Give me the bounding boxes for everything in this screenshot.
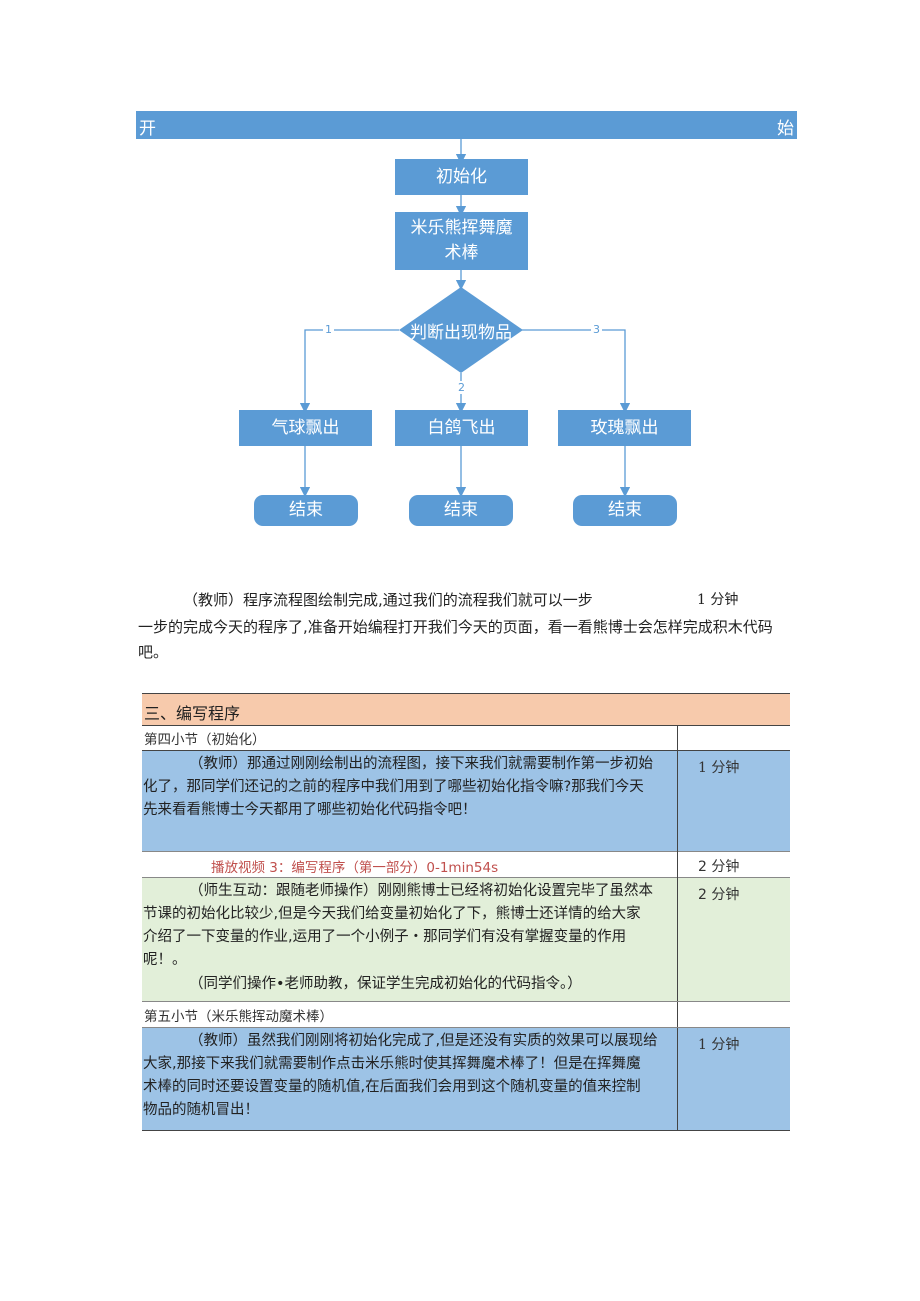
wave-label-line2: 术棒 [444, 243, 479, 263]
wave-label-line1: 米乐熊挥舞魔 [410, 218, 513, 239]
wave-node: 米乐熊挥舞魔 术棒 [395, 212, 528, 270]
row3-line-2: 大家,那接下来我们就需要制作点击米乐熊时使其挥舞魔术棒了！但是在挥舞魔 [143, 1056, 641, 1072]
row3-line-4: 物品的随机冒出！ [143, 1102, 259, 1118]
row1-time: 1 分钟 [698, 760, 740, 776]
row-divider [142, 1027, 790, 1028]
init-node: 初始化 [395, 159, 528, 195]
row3-time: 1 分钟 [698, 1037, 740, 1053]
section-5-title: 第五小节（米乐熊挥动魔术棒） [144, 1009, 333, 1025]
row2-line-3: 介绍了一下变量的作业,运用了一个小例子・那同学们有没有掌握变量的作用 [143, 929, 627, 945]
end-node-2: 结束 [409, 495, 513, 526]
intro-line-1: （教师）程序流程图绘制完成,通过我们的流程我们就可以一步 [183, 591, 593, 609]
start-label-right: 始 [777, 119, 794, 139]
edge-label-2: 2 [456, 381, 467, 394]
end-label-1: 结束 [289, 500, 323, 521]
video-text: 播放视频 3：编写程序（第一部分）0-1min54s [211, 860, 499, 876]
row2-line-5: （同学们操作•老师助教，保证学生完成初始化的代码指令。） [189, 976, 582, 992]
output-node-dove: 白鸽飞出 [395, 410, 528, 446]
row3-line-1: （教师）虽然我们刚刚将初始化完成了,但是还没有实质的效果可以展现给 [189, 1033, 658, 1049]
edge-decision-out3 [522, 329, 631, 414]
output-node-rose: 玫瑰飘出 [558, 410, 691, 446]
row1-line-3: 先来看看熊博士今天都用了哪些初始化代码指令吧！ [143, 802, 477, 818]
row2-line-4: 呢！。 [143, 952, 187, 968]
lesson-table: 三、编写程序 第四小节（初始化） （教师）那通过刚刚绘制出的流程图，接下来我们就… [142, 693, 790, 1133]
table-header-title: 三、编写程序 [144, 704, 241, 723]
column-divider [677, 751, 678, 851]
table-row-teacher-init: （教师）那通过刚刚绘制出的流程图，接下来我们就需要制作第一步初始 化了，那同学们… [142, 751, 790, 851]
intro-line-3: 吧。 [138, 643, 169, 661]
start-label-left: 开 [139, 119, 156, 139]
end-node-3: 结束 [573, 495, 677, 526]
section-4-title: 第四小节（初始化） [144, 732, 266, 748]
table-row-interaction: （师生互动：跟随老师操作）刚刚熊博士已经将初始化设置完毕了虽然本 节课的初始化比… [142, 877, 790, 1001]
output-node-balloon: 气球飘出 [239, 410, 372, 446]
section-4-row: 第四小节（初始化） [142, 726, 790, 750]
edge-decision-out1 [299, 329, 399, 414]
column-divider [677, 877, 678, 1001]
edge-label-1: 1 [323, 323, 334, 336]
row-divider [142, 1001, 790, 1002]
column-divider [677, 1002, 678, 1027]
init-label: 初始化 [436, 166, 487, 187]
flowchart-connectors [299, 139, 631, 498]
end-node-1: 结束 [254, 495, 358, 526]
row2-line-2: 节课的初始化比较少,但是今天我们给变量初始化了下，熊博士还详情的给大家 [143, 906, 641, 922]
column-divider [677, 726, 678, 750]
row1-line-1: （教师）那通过刚刚绘制出的流程图，接下来我们就需要制作第一步初始 [189, 756, 653, 772]
output-label-rose: 玫瑰飘出 [590, 417, 659, 438]
intro-line-2: 一步的完成今天的程序了,准备开始编程打开我们今天的页面，看一看熊博士会怎样完成积… [138, 618, 773, 636]
end-label-3: 结束 [608, 500, 642, 521]
table-row-wave: （教师）虽然我们刚刚将初始化完成了,但是还没有实质的效果可以展现给 大家,那接下… [142, 1028, 790, 1131]
end-label-2: 结束 [444, 500, 478, 521]
intro-time: 1 分钟 [697, 592, 739, 608]
decision-diamond [399, 287, 523, 373]
row-divider [142, 725, 790, 726]
output-label-balloon: 气球飘出 [271, 417, 340, 438]
output-label-dove: 白鸽飞出 [427, 417, 496, 438]
column-divider [677, 851, 678, 877]
decision-label: 判断出现物品 [410, 323, 512, 343]
start-node: 开 始 [136, 111, 797, 139]
video-time: 2 分钟 [698, 859, 740, 875]
section-5-row: 第五小节（米乐熊挥动魔术棒） [142, 1002, 790, 1027]
row1-line-2: 化了，那同学们还记的之前的程序中我们用到了哪些初始化指令嘛?那我们今天 [143, 779, 644, 795]
column-divider [677, 1028, 678, 1131]
table-row-video: 播放视频 3：编写程序（第一部分）0-1min54s 2 分钟 [142, 851, 790, 877]
row2-line-1: （师生互动：跟随老师操作）刚刚熊博士已经将初始化设置完毕了虽然本 [189, 883, 653, 899]
table-header: 三、编写程序 [142, 693, 790, 725]
row3-line-3: 术棒的同时还要设置变量的随机值,在后面我们会用到这个随机变量的值来控制 [143, 1079, 641, 1095]
row2-time: 2 分钟 [698, 887, 740, 903]
edge-label-3: 3 [591, 323, 602, 336]
row-divider [142, 750, 790, 751]
